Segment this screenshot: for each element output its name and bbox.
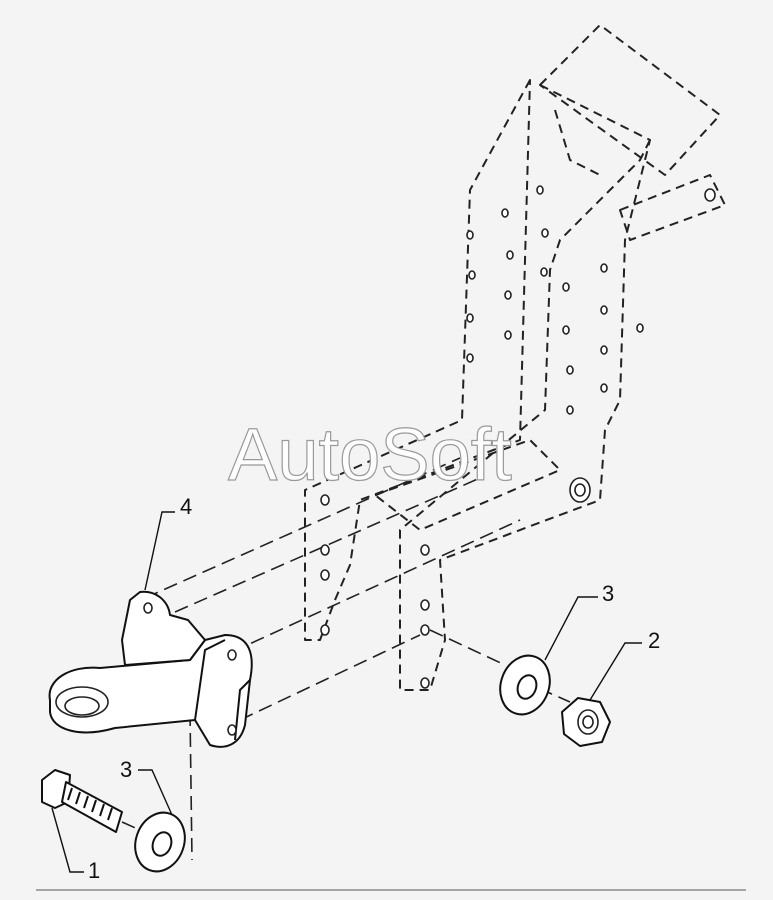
bolt [41, 769, 123, 833]
frame-holes [320, 185, 716, 689]
washer-lower [134, 811, 186, 873]
callout-4: 4 [180, 494, 192, 519]
watermark: AutoSoft [228, 413, 512, 496]
leader-lines [51, 511, 642, 873]
washer-upper [499, 654, 551, 716]
callout-2: 2 [648, 628, 660, 653]
tow-bracket [48, 590, 253, 748]
callout-3-upper: 3 [602, 581, 614, 606]
callout-1: 1 [88, 858, 100, 883]
frame-rail [304, 24, 726, 691]
nut [561, 697, 611, 747]
callout-3-lower: 3 [120, 757, 132, 782]
